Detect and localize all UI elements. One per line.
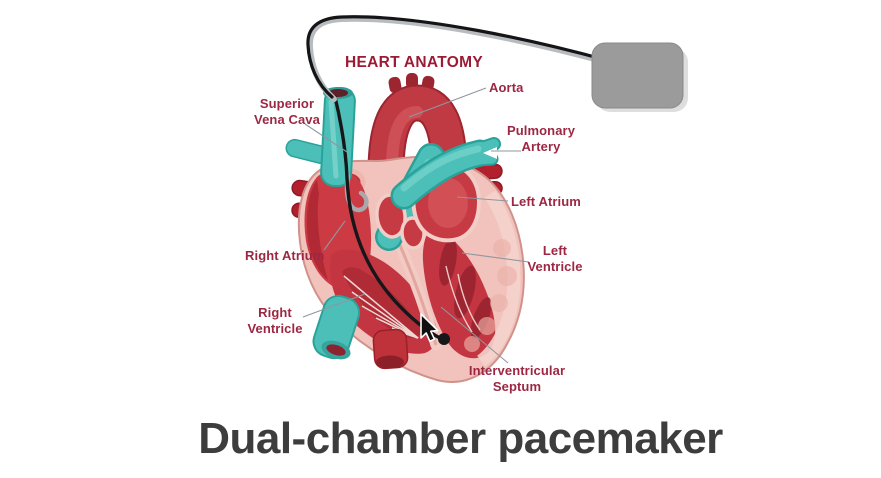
right-ventricle-shape [330, 249, 438, 354]
label-aorta: Aorta [489, 80, 524, 95]
leader-right-ventricle [302, 293, 366, 318]
label-right-atrium: Right Atrium [245, 248, 325, 263]
leader-superior-vena-cava [304, 123, 348, 153]
leader-aorta [408, 87, 487, 118]
diagram-title: HEART ANATOMY [345, 54, 483, 71]
pulmonary-artery-shape [390, 137, 501, 210]
pacemaker-device [591, 42, 688, 112]
label-right-ventricle: Right Ventricle [247, 305, 303, 337]
inferior-vena-cava-shape [312, 294, 361, 360]
valve-domes [375, 193, 426, 250]
cursor-icon [420, 313, 439, 342]
label-left-ventricle: Left Ventricle [527, 243, 583, 275]
ventricular-lead [333, 95, 450, 345]
label-superior-vena-cava: Superior Vena Cava [254, 96, 320, 128]
left-ventricle-shape [422, 227, 496, 359]
lead-electrode-tip [438, 333, 450, 345]
leader-right-atrium [323, 220, 346, 251]
leader-lines [302, 87, 530, 364]
label-left-atrium: Left Atrium [511, 194, 581, 209]
heart-wall-texture [464, 190, 521, 367]
leader-interventricular-septum [440, 306, 509, 364]
descending-vessel-shape [372, 328, 409, 370]
label-interventricular-septum: Interventricular Septum [468, 363, 566, 395]
label-pulmonary-artery: Pulmonary Artery [506, 123, 576, 155]
slide-caption: Dual-chamber pacemaker [198, 414, 723, 463]
aorta-shape [367, 73, 468, 191]
leader-left-atrium [456, 196, 509, 202]
leader-left-ventricle [461, 252, 530, 263]
lead-wire [306, 15, 609, 102]
